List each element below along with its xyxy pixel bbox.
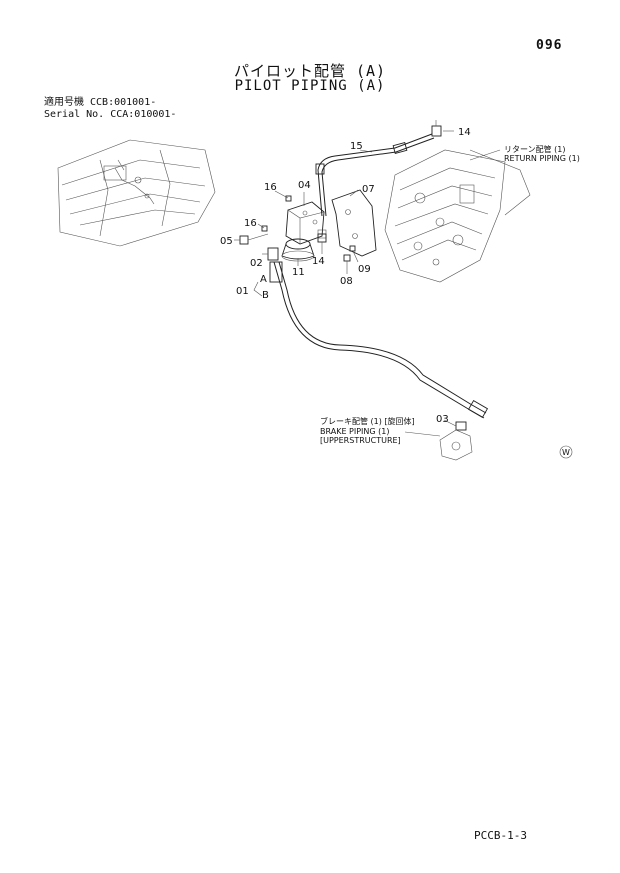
callout-14-top: 14 <box>458 127 471 138</box>
callout-11: 11 <box>292 267 305 278</box>
machine-overview-sketch <box>57 139 216 247</box>
pump-assembly <box>384 149 531 283</box>
callout-03: 03 <box>436 414 449 425</box>
serial-line-jp: 適用号機 CCB:001001- <box>44 97 157 108</box>
callout-a: A <box>260 274 267 285</box>
bolt-16-lower <box>261 225 268 232</box>
valve-block-04 <box>285 201 327 245</box>
serial-line-en: Serial No. CCA:010001- <box>44 109 177 120</box>
callout-09: 09 <box>358 264 371 275</box>
page-title-jp: パイロット配管 (A) <box>233 62 387 80</box>
callout-08: 08 <box>340 276 353 287</box>
brake-unit <box>439 429 473 461</box>
callout-02: 02 <box>250 258 263 269</box>
serial-block: 適用号機 CCB:001001- Serial No. CCA:010001- <box>44 97 176 121</box>
fitting-02 <box>267 247 279 261</box>
note-brake-jp: ブレーキ配管 (1) [旋回体] <box>320 416 415 426</box>
fitting-14-top <box>431 120 442 137</box>
page-number: 096 <box>536 38 563 53</box>
bolt-16-upper <box>285 195 292 202</box>
bolt-09 <box>349 245 356 252</box>
footer-code: PCCB-1-3 <box>474 829 527 842</box>
callout-b: B <box>262 290 269 301</box>
callout-14-lower: 14 <box>312 256 325 267</box>
callout-16-upper: 16 <box>264 182 277 193</box>
bracket-07 <box>331 189 377 257</box>
callout-04: 04 <box>298 180 311 191</box>
callout-15: 15 <box>350 141 363 152</box>
callout-07: 07 <box>362 184 375 195</box>
filter-11 <box>281 238 315 262</box>
note-brake-en: BRAKE PIPING (1) <box>320 427 389 436</box>
hose-01 <box>269 261 489 419</box>
bolt-05 <box>239 233 269 245</box>
callout-01: 01 <box>236 286 249 297</box>
leader-lines <box>234 130 501 437</box>
page-title-en: PILOT PIPING (A) <box>234 78 386 94</box>
fitting-03 <box>455 421 467 431</box>
callout-05: 05 <box>220 236 233 247</box>
note-brake-en2: [UPPERSTRUCTURE] <box>320 436 401 445</box>
hose-15 <box>315 133 435 217</box>
w-mark: W <box>559 445 573 459</box>
w-mark-label: W <box>562 448 570 457</box>
callout-16-lower: 16 <box>244 218 257 229</box>
note-return-en: RETURN PIPING (1) <box>504 154 580 163</box>
note-return-jp: リターン配管 (1) <box>504 144 565 154</box>
bolt-08 <box>343 254 351 270</box>
